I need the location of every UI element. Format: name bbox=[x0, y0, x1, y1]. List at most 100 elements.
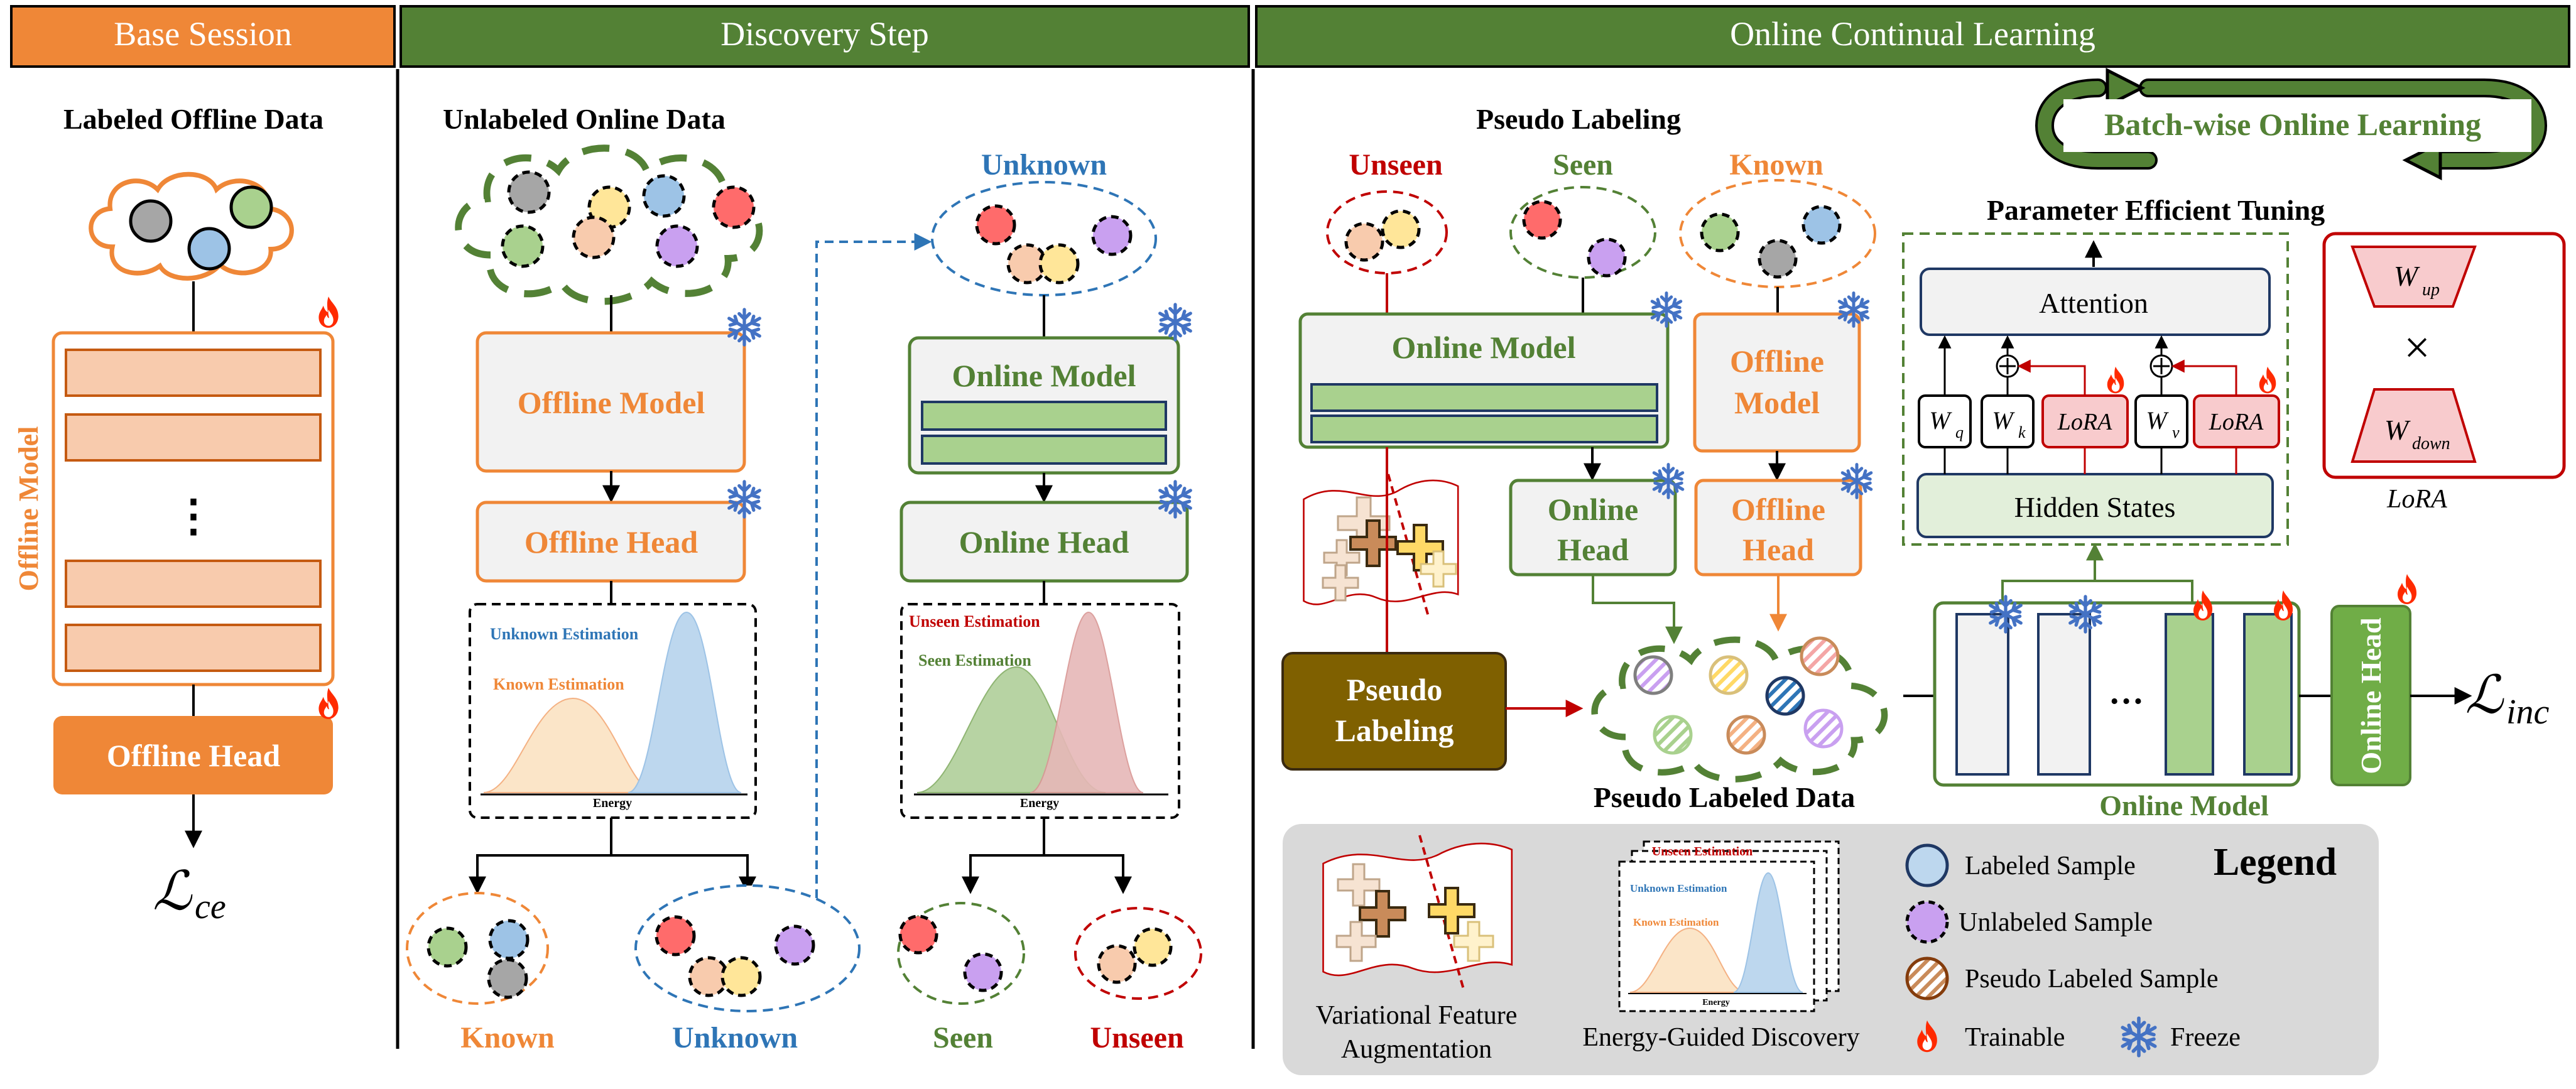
discovery-online-model-label: Online Model bbox=[952, 358, 1136, 393]
layer-ellipsis: ⋮ bbox=[171, 492, 215, 541]
online-model-stack: … bbox=[1933, 601, 2301, 787]
add-k-plus bbox=[1999, 358, 2016, 374]
wk-symbol: W bbox=[1992, 406, 2015, 435]
online-offline-model-block: Offline Model bbox=[1693, 312, 1861, 453]
legend-egd-energy: Energy bbox=[1702, 998, 1730, 1007]
wq-symbol: W bbox=[1929, 406, 1952, 435]
legend-vfa-line2: Augmentation bbox=[1341, 1035, 1492, 1064]
seen-estimation-label: Seen Estimation bbox=[918, 651, 1031, 669]
add-v-plus bbox=[2153, 358, 2170, 374]
arrow-online-head-to-data bbox=[1592, 575, 1683, 644]
header-discovery-label: Discovery Step bbox=[720, 15, 928, 53]
trainable-flame-icon bbox=[2193, 590, 2213, 620]
pseudo-labeling-line2: Labeling bbox=[1335, 713, 1454, 748]
online-seen-samples bbox=[1522, 200, 1627, 278]
known-group bbox=[406, 892, 549, 1005]
model-layer bbox=[65, 624, 322, 672]
online-offline-model-line1: Offline bbox=[1730, 344, 1824, 379]
frozen-layer bbox=[2037, 613, 2091, 776]
wq-subscript: q bbox=[1955, 423, 1964, 442]
stack-ellipsis: … bbox=[2109, 673, 2144, 712]
online-offline-head-block: Offline Head bbox=[1694, 479, 1862, 577]
unseen-output-label: Unseen bbox=[1090, 1021, 1183, 1054]
wk-subscript: k bbox=[2018, 423, 2026, 442]
lora-box-k: LoRA bbox=[2041, 394, 2129, 448]
trainable-flame-icon bbox=[318, 296, 339, 328]
freeze-snowflake-icon bbox=[1160, 305, 1191, 340]
energy-axis-label: Energy bbox=[1020, 796, 1059, 810]
model-layer bbox=[1310, 414, 1658, 443]
header-online-label: Online Continual Learning bbox=[1730, 15, 2095, 53]
unknown-distribution bbox=[628, 611, 742, 793]
loss-inc: ℒ inc bbox=[2465, 666, 2550, 732]
legend-egd-unknown: Unknown Estimation bbox=[1630, 882, 1727, 894]
online-offline-head-line2: Head bbox=[1742, 532, 1814, 567]
trainable-layer bbox=[2243, 613, 2293, 776]
online-head-line2: Head bbox=[1557, 532, 1629, 567]
header-base-session: Base Session bbox=[10, 5, 396, 68]
online-model-bottom-label: Online Model bbox=[2099, 789, 2269, 821]
energy-axis-label: Energy bbox=[593, 796, 632, 810]
legend-vfa-image bbox=[1323, 835, 1512, 990]
loss-ce-subscript: ce bbox=[195, 887, 226, 926]
pseudo-labeled-samples bbox=[1633, 636, 1844, 755]
unseen-samples bbox=[1097, 927, 1173, 984]
arrow-to-seen bbox=[962, 818, 1045, 894]
discovery-online-head: Online Head bbox=[899, 501, 1189, 583]
trainable-layer bbox=[2165, 613, 2214, 776]
seen-output-label: Seen bbox=[933, 1021, 993, 1054]
base-offline-model: ⋮ bbox=[52, 331, 335, 686]
trainable-flame-icon bbox=[2274, 590, 2293, 620]
unseen-distribution bbox=[1030, 611, 1144, 793]
wv-subscript: v bbox=[2172, 423, 2180, 442]
pet-title: Parameter Efficient Tuning bbox=[1987, 194, 2325, 226]
model-layer bbox=[1310, 383, 1658, 412]
legend-pseudo-label: Pseudo Labeled Sample bbox=[1965, 965, 2219, 994]
online-unseen-samples bbox=[1344, 209, 1421, 262]
unseen-estimation-label: Unseen Estimation bbox=[909, 612, 1040, 631]
lora-k-merge bbox=[2017, 359, 2086, 396]
wv-symbol: W bbox=[2146, 406, 2169, 435]
legend-pseudo-icon bbox=[1905, 956, 1949, 1000]
loss-inc-symbol: ℒ bbox=[2465, 666, 2504, 725]
discovery-online-model: Online Model bbox=[908, 336, 1180, 475]
online-head-vertical-label: Online Head bbox=[2355, 617, 2387, 774]
labeled-sample-gray bbox=[129, 199, 173, 243]
legend-labeled-label: Labeled Sample bbox=[1965, 852, 2136, 880]
legend-labeled-icon bbox=[1905, 843, 1949, 887]
legend-egd-unseen: Unseen Estimation bbox=[1652, 845, 1753, 859]
hidden-states-block: Hidden States bbox=[1916, 473, 2274, 538]
online-model-label: Online Model bbox=[1391, 330, 1575, 365]
loss-ce: ℒ ce bbox=[153, 861, 226, 926]
feature-augmentation-image bbox=[1304, 474, 1459, 619]
pseudo-labeling-block: Pseudo Labeling bbox=[1281, 652, 1507, 771]
base-offline-model-label: Offline Model bbox=[13, 426, 44, 592]
trainable-flame-icon bbox=[2259, 366, 2276, 394]
arrow-to-unknown bbox=[611, 854, 756, 894]
lora-caption: LoRA bbox=[2386, 485, 2447, 514]
pseudo-labeled-data-label: Pseudo Labeled Data bbox=[1594, 781, 1856, 813]
online-known-samples bbox=[1700, 205, 1842, 279]
online-head-block: Online Head bbox=[1509, 479, 1677, 577]
base-offline-head: Offline Head bbox=[53, 716, 333, 794]
lora-box-v: LoRA bbox=[2193, 394, 2280, 448]
unlabeled-samples bbox=[501, 170, 756, 268]
discovery-online-head-label: Online Head bbox=[959, 524, 1129, 560]
lora-v-merge bbox=[2171, 359, 2237, 396]
unknown-estimation-label: Unknown Estimation bbox=[490, 625, 639, 643]
w-down-trapezoid: W down bbox=[2350, 388, 2477, 463]
known-samples bbox=[427, 919, 530, 999]
trainable-flame-icon bbox=[2398, 574, 2417, 604]
arrow-to-known bbox=[469, 818, 612, 894]
loss-inc-subscript: inc bbox=[2506, 693, 2550, 732]
hidden-states-label: Hidden States bbox=[2014, 491, 2176, 523]
loss-ce-symbol: ℒ bbox=[153, 861, 193, 921]
online-unseen-label: Unseen bbox=[1349, 148, 1442, 182]
unknown-top-label: Unknown bbox=[981, 148, 1107, 182]
arrow-to-unseen bbox=[1044, 854, 1132, 894]
unlabeled-online-data-title: Unlabeled Online Data bbox=[443, 103, 726, 135]
discovery-offline-model: Offline Model bbox=[476, 331, 746, 473]
w-up-subscript: up bbox=[2422, 280, 2440, 300]
trainable-flame-icon bbox=[318, 688, 339, 719]
wk-box: W k bbox=[1981, 394, 2035, 448]
